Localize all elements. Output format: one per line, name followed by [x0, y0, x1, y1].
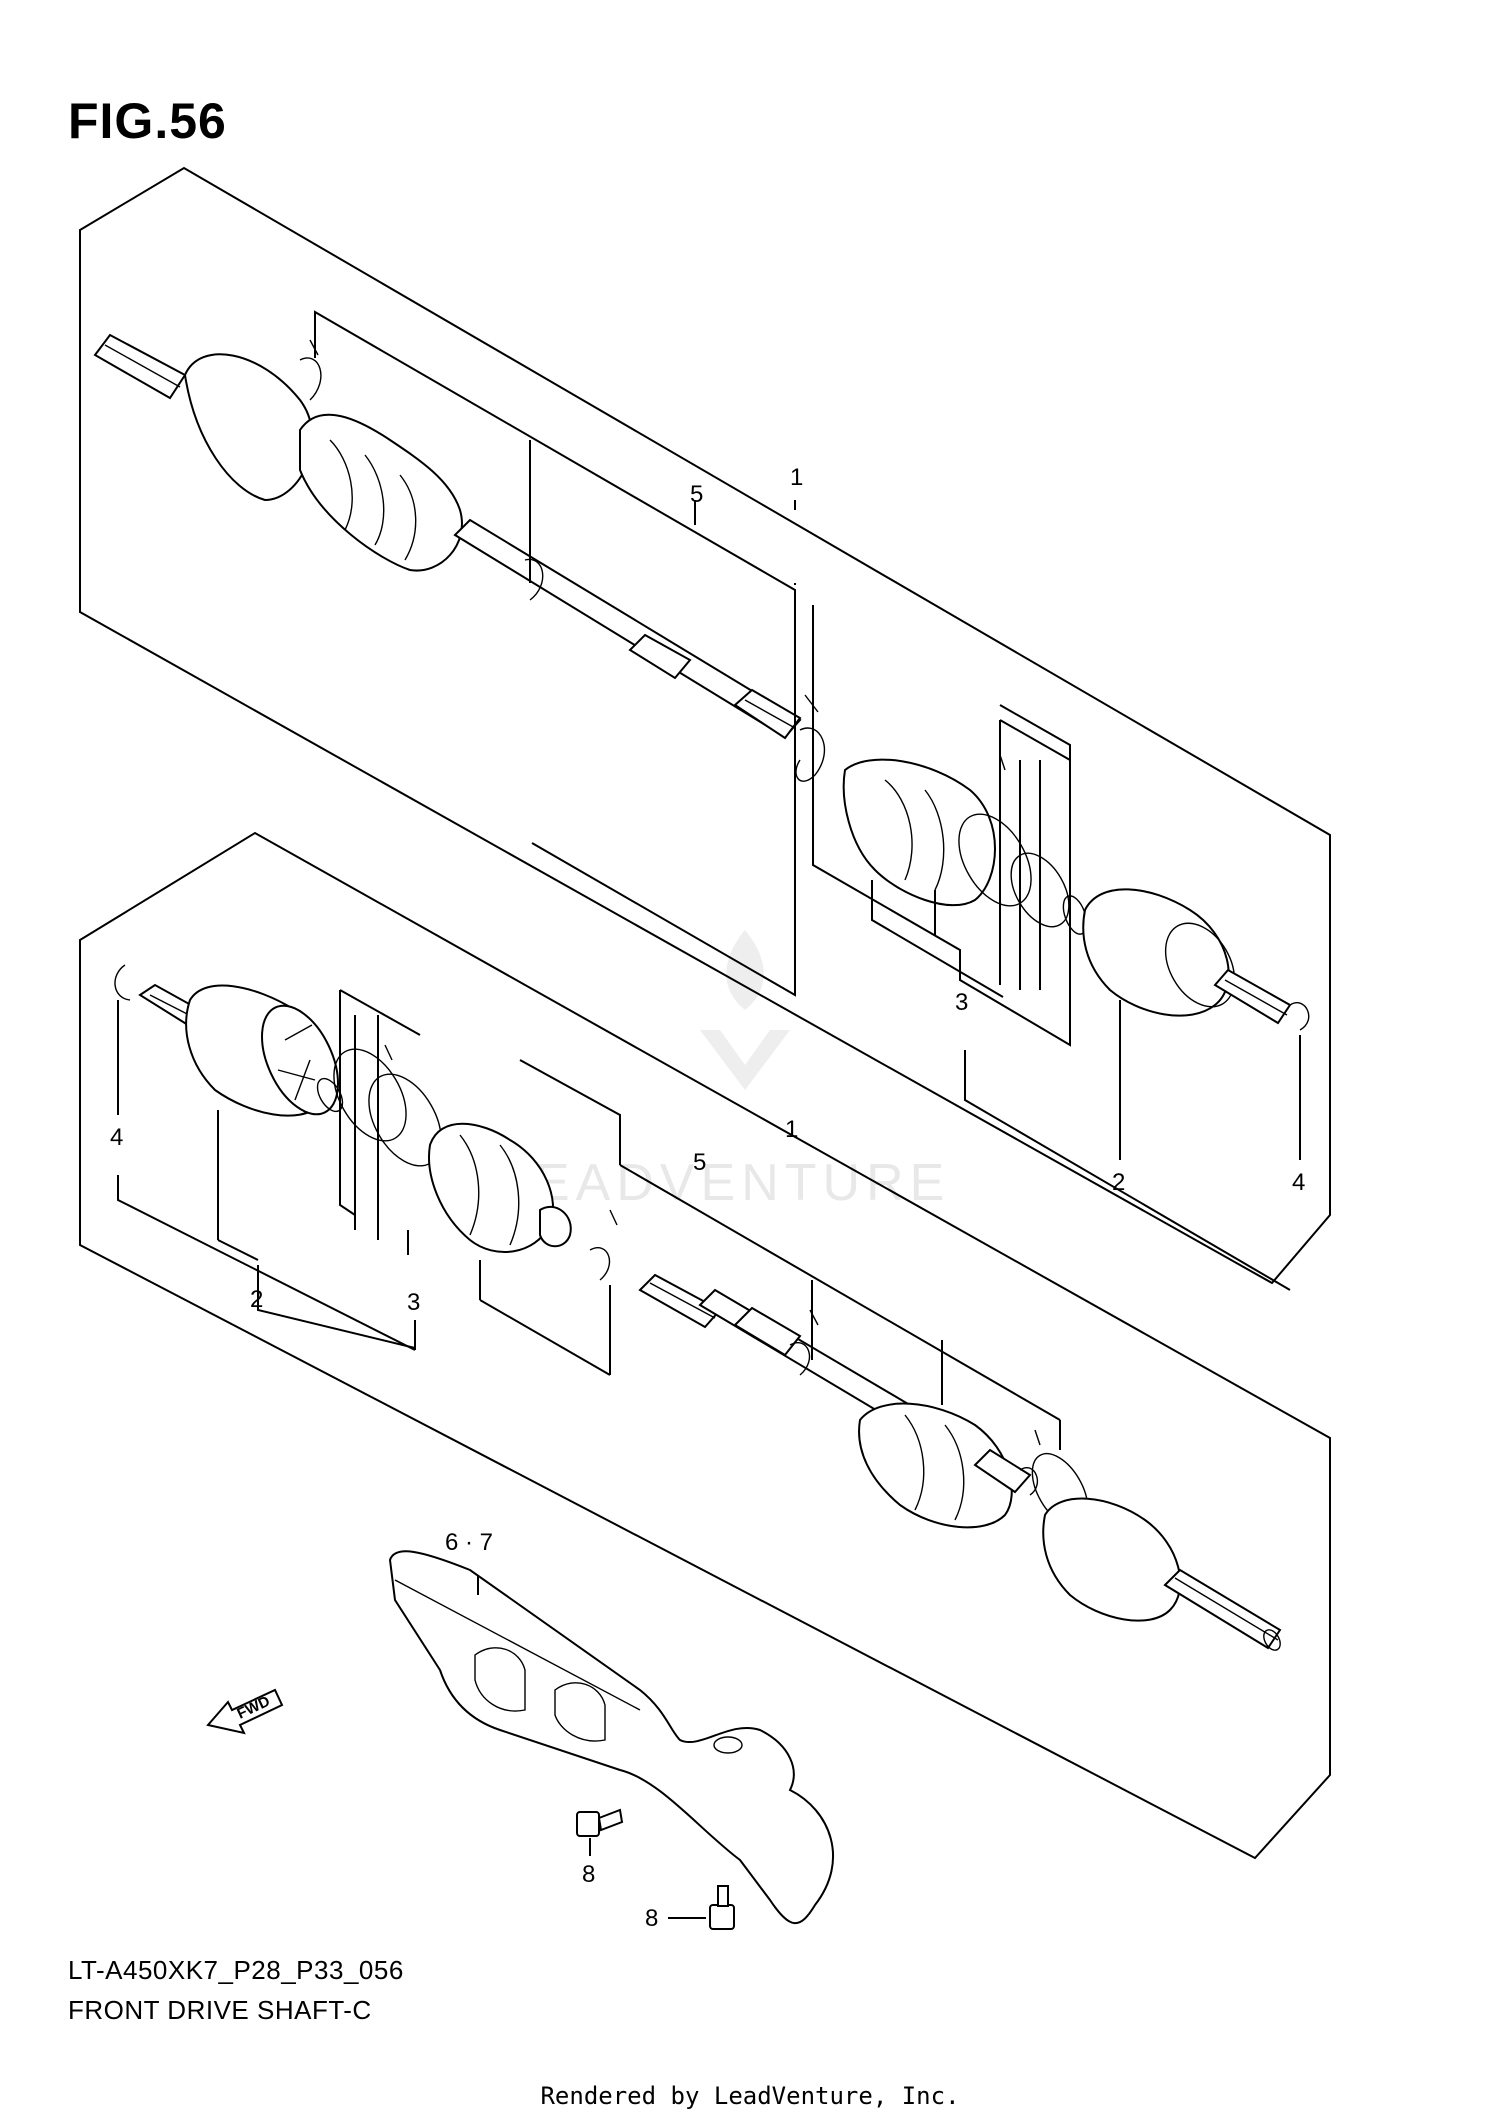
model-code: LT-A450XK7_P28_P33_056: [68, 1955, 404, 1985]
upper-inner-joint: [795, 694, 1310, 1031]
lower-inner-joint: [114, 964, 618, 1281]
skid-guard: [388, 1550, 834, 1925]
callout-lower-2: 2: [250, 1286, 263, 1313]
leadventure-logo-watermark: LEADVENTURE: [500, 930, 950, 1212]
callout-bolt-8-left: 8: [582, 1861, 595, 1888]
callout-upper-3: 3: [955, 989, 968, 1016]
flange-bolt-left: [576, 1808, 624, 1837]
callout-upper-2: 2: [1112, 1169, 1125, 1196]
callout-upper-5: 5: [690, 481, 703, 508]
callout-upper-4: 4: [1292, 1169, 1305, 1196]
render-credit: Rendered by LeadVenture, Inc.: [540, 2082, 960, 2110]
fwd-arrow-icon: [206, 1688, 284, 1735]
guard-leader-lines: [477, 1575, 706, 1919]
callout-lower-1: 1: [785, 1116, 798, 1143]
callout-lower-4: 4: [110, 1124, 123, 1151]
callout-guard-6-7: 6 · 7: [445, 1529, 493, 1556]
upper-assembly-frame: [79, 166, 1331, 1285]
callout-lower-3: 3: [407, 1289, 420, 1316]
callout-bolt-8-right: 8: [645, 1905, 658, 1932]
upper-leader-lines: [314, 310, 1301, 1291]
figure-title: FIG.56: [68, 93, 227, 149]
lower-assembly-frame: [79, 831, 1331, 1860]
flange-bolt-right: [709, 1885, 735, 1930]
callout-upper-1: 1: [790, 464, 803, 491]
upper-drive-shaft: [93, 333, 802, 740]
lower-outer-joint: [858, 1402, 1282, 1651]
watermark-text: LEADVENTURE: [500, 1154, 950, 1212]
callout-lower-5: 5: [693, 1149, 706, 1176]
lower-leader-lines: [117, 989, 1061, 1450]
diagram-name: FRONT DRIVE SHAFT-C: [68, 1995, 372, 2025]
